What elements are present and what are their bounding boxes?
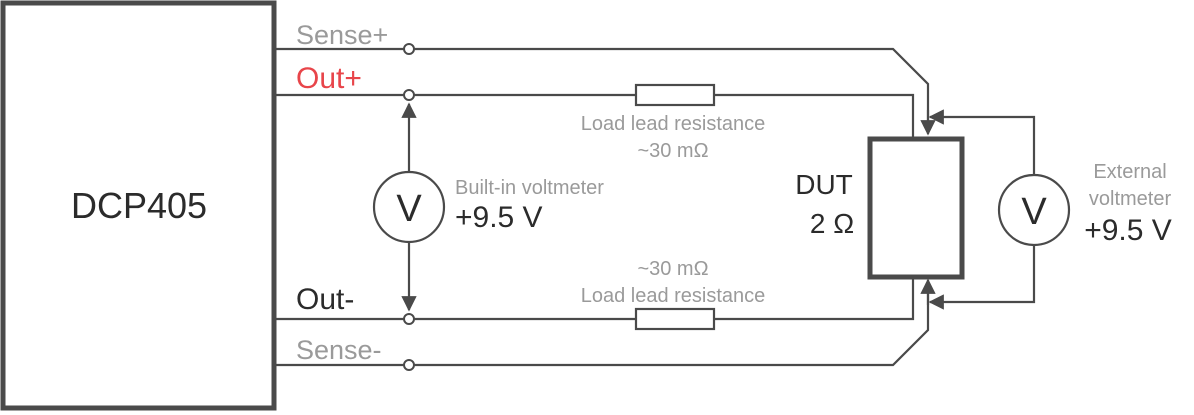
supply-name: DCP405 bbox=[71, 185, 207, 226]
out-minus-wire bbox=[274, 277, 915, 321]
builtin-meter-reading: +9.5 V bbox=[455, 201, 543, 234]
terminal-sense-plus bbox=[403, 43, 415, 55]
builtin-meter-label: Built-in voltmeter bbox=[455, 177, 604, 199]
lead-bottom-value: ~30 mΩ bbox=[637, 258, 708, 280]
resistor-bottom bbox=[634, 307, 716, 331]
label-out-minus: Out- bbox=[296, 283, 354, 316]
ext-meter-label-1: External bbox=[1093, 161, 1166, 183]
label-sense-minus: Sense- bbox=[296, 335, 382, 365]
builtin-meter-symbol: V bbox=[396, 188, 422, 230]
lead-top-label: Load lead resistance bbox=[581, 113, 766, 135]
terminal-out-plus bbox=[403, 89, 415, 101]
builtin-voltmeter-icon bbox=[372, 170, 446, 244]
lead-top-value: ~30 mΩ bbox=[637, 140, 708, 162]
sense-plus-wire bbox=[274, 47, 930, 130]
out-plus-wire bbox=[274, 93, 915, 140]
dut-name: DUT bbox=[795, 169, 853, 200]
ext-meter-reading: +9.5 V bbox=[1084, 214, 1172, 247]
label-sense-plus: Sense+ bbox=[296, 20, 388, 50]
supply-box bbox=[0, 0, 277, 411]
ext-meter-label-2: voltmeter bbox=[1089, 188, 1172, 210]
ext-meter-symbol: V bbox=[1021, 191, 1047, 233]
ext-meter-top-wire bbox=[928, 109, 1036, 180]
lead-bottom-label: Load lead resistance bbox=[581, 285, 766, 307]
external-voltmeter-icon bbox=[997, 173, 1071, 247]
terminal-out-minus bbox=[403, 313, 415, 325]
dut-box bbox=[867, 136, 965, 280]
sense-minus-wire bbox=[274, 285, 930, 367]
terminal-sense-minus bbox=[403, 359, 415, 371]
dut-value: 2 Ω bbox=[810, 208, 854, 239]
ext-meter-bottom-wire bbox=[928, 240, 1036, 310]
resistor-top bbox=[634, 83, 716, 107]
label-out-plus: Out+ bbox=[296, 62, 362, 95]
